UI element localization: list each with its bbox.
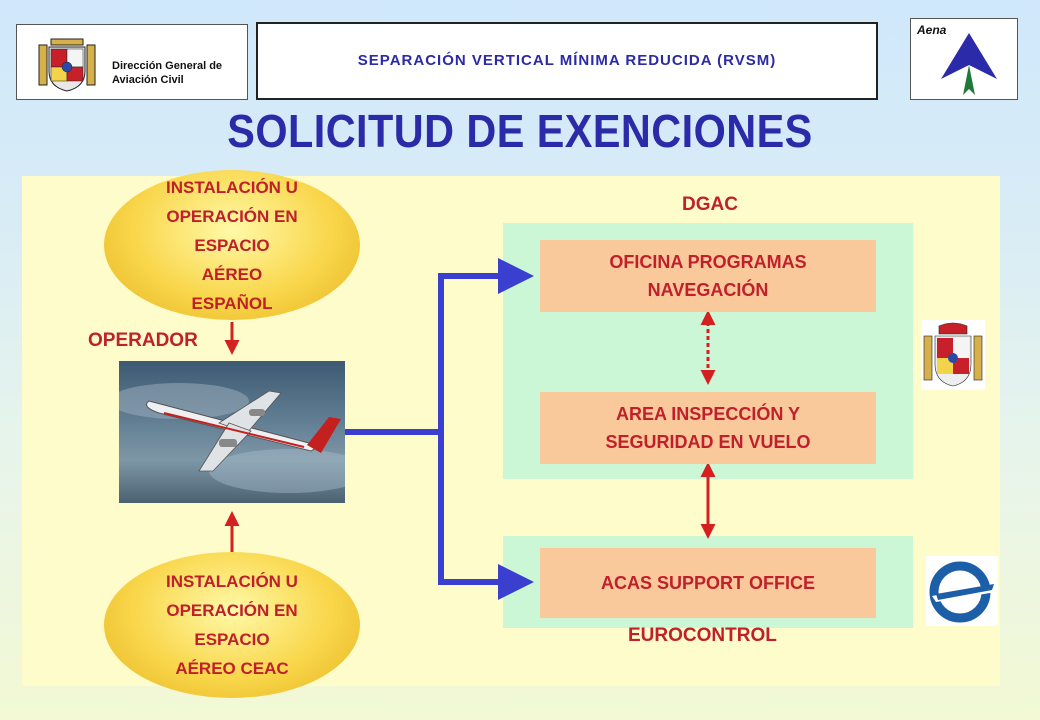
- ellipse-bottom-line: INSTALACIÓN U: [166, 572, 298, 591]
- ellipse-top-line: OPERACIÓN EN: [166, 206, 298, 226]
- aena-logo-box: Aena: [910, 18, 1018, 100]
- oficina-line: OFICINA PROGRAMAS: [609, 252, 807, 272]
- ellipse-bottom-line: ESPACIO: [194, 630, 270, 649]
- connector-trunk: [345, 258, 534, 435]
- eurocontrol-logo-icon: [929, 561, 996, 623]
- box-acas-support: ACAS SUPPORT OFFICE: [540, 548, 876, 618]
- acas-label: ACAS SUPPORT OFFICE: [600, 573, 815, 593]
- dgac-line-1: Dirección General de: [112, 60, 223, 72]
- aena-logo-icon: [941, 33, 997, 95]
- airplane-icon: [109, 383, 369, 493]
- ellipse-espacio-espanol: INSTALACIÓN U OPERACIÓN EN ESPACIO AÉREO…: [104, 170, 360, 320]
- airplane-photo: [109, 361, 369, 503]
- banner-box: SEPARACIÓN VERTICAL MÍNIMA REDUCIDA (RVS…: [256, 22, 878, 100]
- oficina-line: NAVEGACIÓN: [647, 280, 769, 300]
- eurocontrol-logo-box: [926, 556, 998, 626]
- dgac-line-2: Aviación Civil: [112, 74, 184, 86]
- ellipse-bottom-line: OPERACIÓN EN: [166, 601, 298, 620]
- main-title: SOLICITUD DE EXENCIONES: [227, 105, 813, 157]
- spain-coat-of-arms-icon: [923, 322, 983, 387]
- aena-logo-text: Aena: [917, 23, 947, 37]
- box-oficina-programas: OFICINA PROGRAMAS NAVEGACIÓN: [540, 240, 876, 312]
- dgac-label: DGAC: [682, 194, 738, 215]
- box-area-inspeccion: AREA INSPECCIÓN Y SEGURIDAD EN VUELO: [540, 392, 876, 464]
- spain-emblem-box: [921, 320, 985, 390]
- connector-branch: [438, 432, 534, 600]
- ellipse-top-line: ESPAÑOL: [191, 293, 273, 313]
- ellipse-espacio-ceac: INSTALACIÓN U OPERACIÓN EN ESPACIO AÉREO…: [104, 552, 360, 698]
- ellipse-top-line: AÉREO: [201, 264, 263, 284]
- operador-label: OPERADOR: [88, 330, 198, 351]
- ellipse-top-line: ESPACIO: [194, 235, 270, 255]
- area-line: AREA INSPECCIÓN Y: [615, 404, 801, 424]
- dgac-logo-box: Dirección General de Aviación Civil: [16, 24, 248, 100]
- ellipse-bottom-line: AÉREO CEAC: [175, 659, 289, 678]
- spain-coat-of-arms-icon: [38, 38, 96, 92]
- area-line: SEGURIDAD EN VUELO: [605, 432, 811, 452]
- ellipse-top-line: INSTALACIÓN U: [166, 177, 298, 197]
- eurocontrol-label: EUROCONTROL: [628, 625, 777, 646]
- banner-title: SEPARACIÓN VERTICAL MÍNIMA REDUCIDA (RVS…: [357, 52, 777, 69]
